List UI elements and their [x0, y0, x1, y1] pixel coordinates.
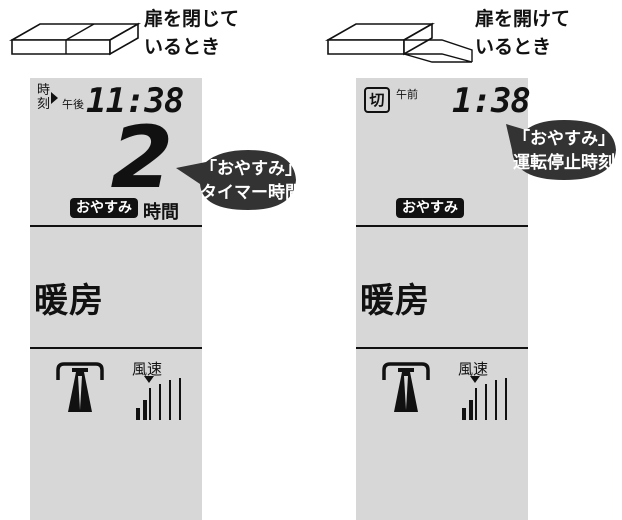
ampm-label: 午後: [62, 98, 84, 111]
closed-remote-icon: [8, 22, 142, 56]
wind-speed-bars-icon: [462, 376, 507, 420]
state-label-line1: 扉を開けて: [475, 8, 571, 30]
airflow-louver-icon: [382, 362, 430, 412]
divider: [356, 347, 528, 349]
state-label-line2: いるとき: [475, 36, 552, 58]
stop-time-callout: [506, 120, 616, 180]
wind-speed-label: 風速: [132, 360, 163, 378]
wind-speed-bars-icon: [136, 376, 181, 420]
divider: [30, 225, 202, 227]
clock-display: 11:38: [86, 81, 184, 121]
clock-display: 1:38: [452, 81, 531, 121]
timer-callout: [176, 150, 296, 210]
lcd-display: 時刻 午後 11:38 2 おやすみ 時間 暖房 風速: [30, 78, 202, 520]
timer-callout-line1: 「おやすみ」: [200, 159, 302, 179]
divider: [30, 347, 202, 349]
off-timer-label: 切: [364, 87, 390, 113]
sleep-badge: おやすみ: [70, 198, 138, 218]
stop-time-callout-line2: 運転停止時刻: [513, 153, 615, 173]
airflow-louver-icon: [56, 362, 104, 412]
timer-hours-digit: 2: [110, 108, 174, 208]
wind-speed-label: 風速: [458, 360, 489, 378]
time-arrow-icon: [51, 92, 58, 104]
stop-time-callout-line1: 「おやすみ」: [513, 129, 615, 149]
open-remote-icon: [324, 22, 473, 63]
mode-label: 暖房: [34, 281, 104, 321]
hours-label: 時間: [143, 202, 179, 223]
divider: [356, 225, 528, 227]
lcd-display: 切 午前 1:38 おやすみ 暖房 風速: [356, 78, 531, 520]
ampm-label: 午前: [396, 88, 418, 101]
timer-callout-line2: タイマー時間: [200, 183, 302, 203]
state-label-line1: 扉を閉じて: [144, 8, 240, 30]
time-label: 時刻: [37, 83, 51, 112]
state-label-line2: いるとき: [144, 36, 221, 58]
door-open-panel: 扉を開けて いるとき 切 午前 1:38 おやすみ 暖房 風速 「おやすみ」 運…: [322, 0, 622, 520]
sleep-badge: おやすみ: [396, 198, 464, 218]
door-closed-panel: 扉を閉じて いるとき 時刻 午後 11:38 2 おやすみ 時間 暖房 風速: [0, 0, 302, 520]
mode-label: 暖房: [360, 281, 430, 321]
